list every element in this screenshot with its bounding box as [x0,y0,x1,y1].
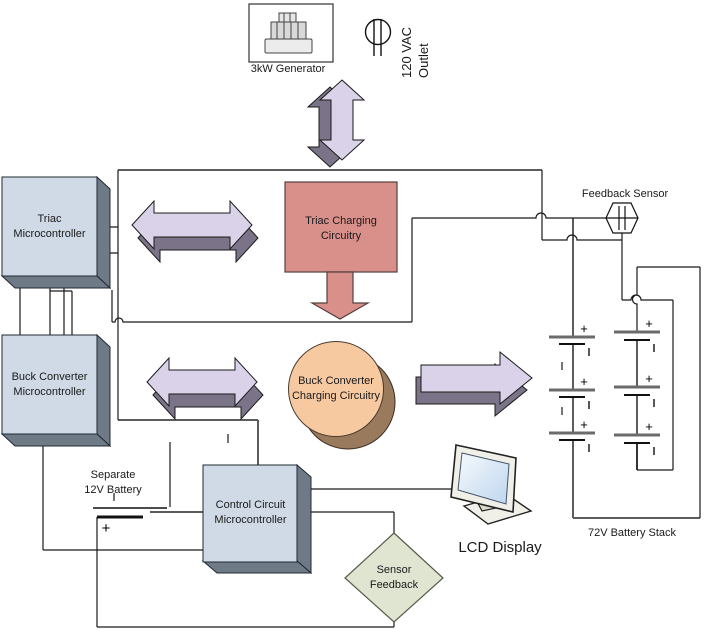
plus-sign: + [645,371,653,386]
box-face [202,464,298,563]
battery-long-plates [549,330,660,437]
box-bottom [201,560,313,574]
buck-mcu-box [0,333,112,448]
arrow-face [318,79,366,161]
box-side [296,463,312,575]
box-bottom [0,433,112,447]
plus-sign: + [102,520,111,537]
plus-sign: + [580,321,588,336]
triac-mcu-box [0,175,112,290]
arrow-face [146,356,258,408]
box-side [96,333,111,448]
triac-charging-box [284,181,398,273]
outlet-label: 120 VAC Outlet [399,26,431,78]
arrow-face [420,350,533,406]
sensor-feedback-label: Sensor Feedback [369,564,419,591]
buck-charging-circle [288,341,384,437]
battery-minus-ticks [588,344,655,455]
control-mcu-label: Control Circuit Microcontroller [214,499,287,526]
sensor-feedback-diamond [344,532,444,623]
plus-sign: + [645,316,653,331]
wire-gray [118,169,700,519]
buck-charging-label: Buck Converter Charging Circuitry [291,375,381,402]
control-mcu-box [201,463,313,575]
buck-mcu-label: Buck Converter Microcontroller [11,371,88,398]
feedback-sensor-icon [605,202,639,234]
wire-black [19,170,701,628]
box-face [1,176,98,277]
plus-sign: + [580,417,588,432]
buck-bus-double-arrow [146,356,264,421]
box-side [96,175,111,290]
arrow-face [131,199,253,251]
triac-charging-label: Triac Charging Circuitry [305,215,377,242]
lcd-display-icon [450,444,533,525]
box-bottom [0,275,112,289]
battery-stack-symbol: + + + + + + [549,316,660,455]
plus-sign: + [645,419,653,434]
vertical-double-arrow [306,79,366,168]
feedback-sensor-label: Feedback Sensor [581,188,669,200]
triac-mcu-label: Triac Microcontroller [13,213,86,240]
lcd-display-label: LCD Display [458,539,542,556]
charge-output-arrow [415,350,533,418]
box-face [1,334,98,435]
outlet-icon [364,18,392,56]
generator-label: 3kW Generator [250,63,326,75]
battery-12v-symbol: + [93,507,167,537]
plus-sign: + [580,374,588,389]
triac-bus-double-arrow [131,199,259,264]
triac-charging-down-arrow [309,271,371,320]
battery-12v-label: Separate 12V Battery [84,469,142,496]
battery-short-plates [559,339,650,444]
battery-stack-label: 72V Battery Stack [587,527,677,539]
generator-icon [264,12,313,54]
